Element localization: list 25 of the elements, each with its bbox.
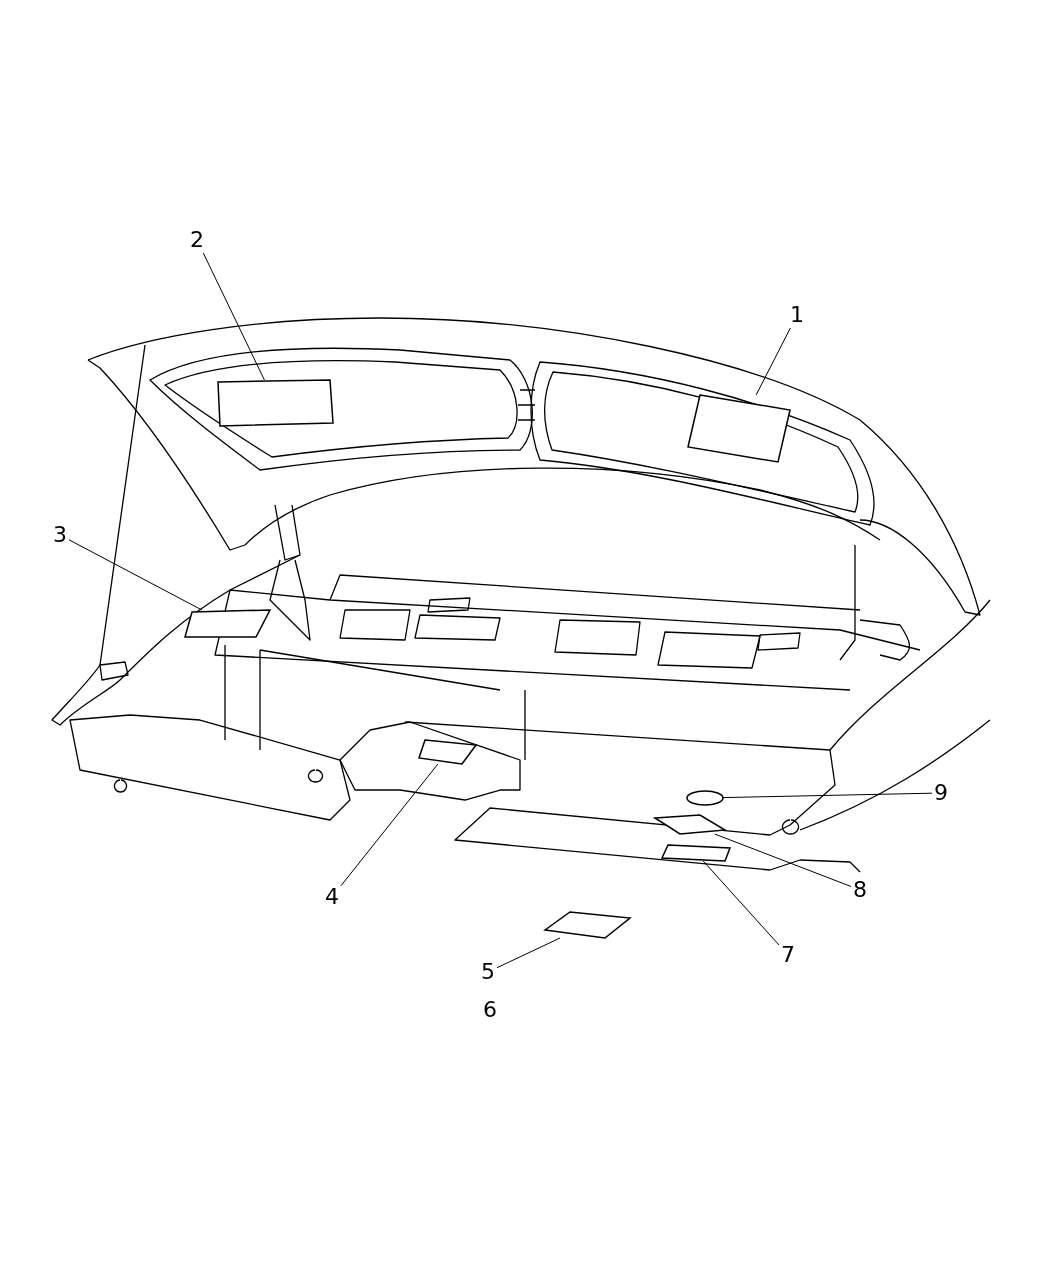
label-decal <box>184 609 272 638</box>
leader-line <box>202 252 265 381</box>
leader-line <box>496 937 561 969</box>
label-decal <box>543 911 632 939</box>
leader-line <box>68 539 203 611</box>
round-decal <box>686 790 724 806</box>
callout-number: 8 <box>853 879 867 901</box>
callout-number: 7 <box>781 944 795 966</box>
callout-number: 6 <box>483 999 497 1021</box>
label-decal <box>418 739 478 765</box>
label-decal <box>652 814 728 835</box>
leader-line <box>722 792 933 799</box>
label-decal <box>687 394 791 463</box>
callout-number: 9 <box>934 782 948 804</box>
leader-line <box>340 763 439 887</box>
callout-number: 2 <box>190 229 204 251</box>
label-decal <box>217 379 334 427</box>
callout-number: 3 <box>53 524 67 546</box>
leader-line <box>714 833 852 887</box>
label-decal <box>660 844 732 862</box>
leader-line <box>702 860 780 946</box>
leader-line <box>755 327 791 396</box>
callout-number: 5 <box>481 961 495 983</box>
callout-number: 1 <box>790 304 804 326</box>
callout-number: 4 <box>325 886 339 908</box>
